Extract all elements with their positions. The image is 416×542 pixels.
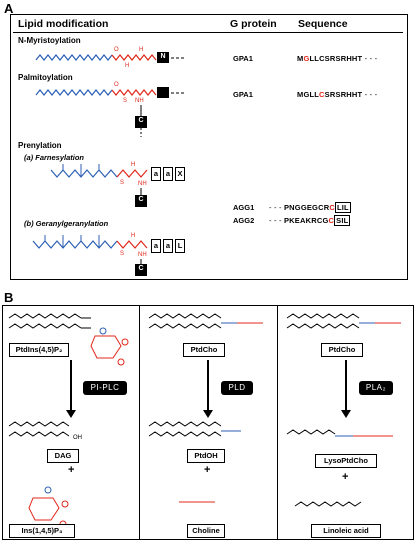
pld-plus: + [204, 464, 211, 476]
palmitoyl-residue: C [138, 117, 144, 124]
svg-text:H: H [139, 47, 143, 53]
header-lipid-modification: Lipid modification [18, 18, 109, 30]
plc-substrate-label: PtdIns(4,5)P₂ [9, 343, 69, 357]
farnesyl-tail-x: X [175, 167, 185, 181]
palmitoyl-gprotein: GPA1 [233, 90, 253, 99]
panel-b-frame: OH PtdIns(4,5)P₂ PI-PLC DAG + Ins(1,4,5)… [2, 305, 414, 540]
svg-text:OH: OH [73, 435, 82, 441]
myristoyl-residue: N [160, 53, 166, 60]
panel-b-letter: B [4, 290, 14, 305]
farnesyl-tail-a2: a [163, 167, 173, 181]
farnesyl-structure: S H NH [50, 162, 148, 207]
myristoylation-title: N-Myristoylation [18, 36, 81, 45]
svg-text:NH: NH [135, 98, 144, 104]
agg1-gprotein: AGG1 [233, 203, 255, 212]
pld-product2-label: Choline [187, 524, 225, 538]
panel-b-divider-1 [139, 306, 140, 539]
palmitoylation-title: Palmitoylation [18, 73, 73, 82]
pla-plus: + [342, 471, 349, 483]
svg-text:S: S [120, 180, 124, 186]
geranylgeranylation-title: (b) Geranylgeranylation [24, 219, 109, 228]
svg-text:S: S [120, 251, 124, 257]
panel-a-letter: A [4, 1, 14, 16]
palmitoyl-sequence: MGLLCSRSRHHT - - - [297, 90, 378, 99]
svg-text:O: O [114, 82, 119, 88]
myristoyl-gprotein: GPA1 [233, 54, 253, 63]
pla-product1-label: LysoPtdCho [315, 454, 377, 468]
pld-substrate-label: PtdCho [183, 343, 225, 357]
gg-tail-a1: a [151, 239, 161, 253]
agg2-gprotein: AGG2 [233, 216, 255, 225]
farnesyl-tail-a1: a [151, 167, 161, 181]
panel-a-frame: Lipid modification G protein Sequence N-… [10, 14, 408, 280]
svg-text:S: S [123, 98, 127, 104]
pla-product2-label: Linoleic acid [311, 524, 381, 538]
panel-b-divider-2 [277, 306, 278, 539]
svg-text:H: H [131, 162, 135, 168]
svg-text:H: H [125, 63, 129, 69]
svg-text:NH: NH [138, 252, 147, 258]
header-sequence: Sequence [298, 18, 348, 30]
myristoyl-sequence: MGLLCSRSRHHT - - - [297, 54, 378, 63]
geranylgeranyl-residue: C [138, 265, 144, 272]
palmitoyl-structure: O S NH [35, 82, 186, 137]
farnesyl-residue: C [138, 196, 144, 203]
svg-text:O: O [114, 47, 119, 53]
plc-product2-label: Ins(1,4,5)P₃ [9, 524, 75, 538]
pld-enzyme-label: PLD [221, 381, 253, 395]
gg-tail-l: L [175, 239, 185, 253]
plc-plus: + [68, 464, 75, 476]
prenylation-title: Prenylation [18, 141, 62, 150]
pla-substrate-label: PtdCho [321, 343, 363, 357]
gg-tail-a2: a [163, 239, 173, 253]
myristoyl-structure: O H H [35, 47, 186, 69]
plc-product1-label: DAG [47, 449, 79, 463]
header-g-protein: G protein [230, 18, 277, 30]
svg-text:H: H [131, 233, 135, 239]
pld-product1-label: PtdOH [187, 449, 225, 463]
geranylgeranyl-structure: S H NH [32, 233, 148, 276]
header-divider [13, 32, 403, 33]
svg-text:NH: NH [138, 181, 147, 187]
panel-b-structures: OH [8, 313, 401, 528]
farnesylation-title: (a) Farnesylation [24, 153, 85, 162]
pla-enzyme-label: PLA₂ [359, 381, 393, 395]
plc-enzyme-label: PI-PLC [83, 381, 127, 395]
